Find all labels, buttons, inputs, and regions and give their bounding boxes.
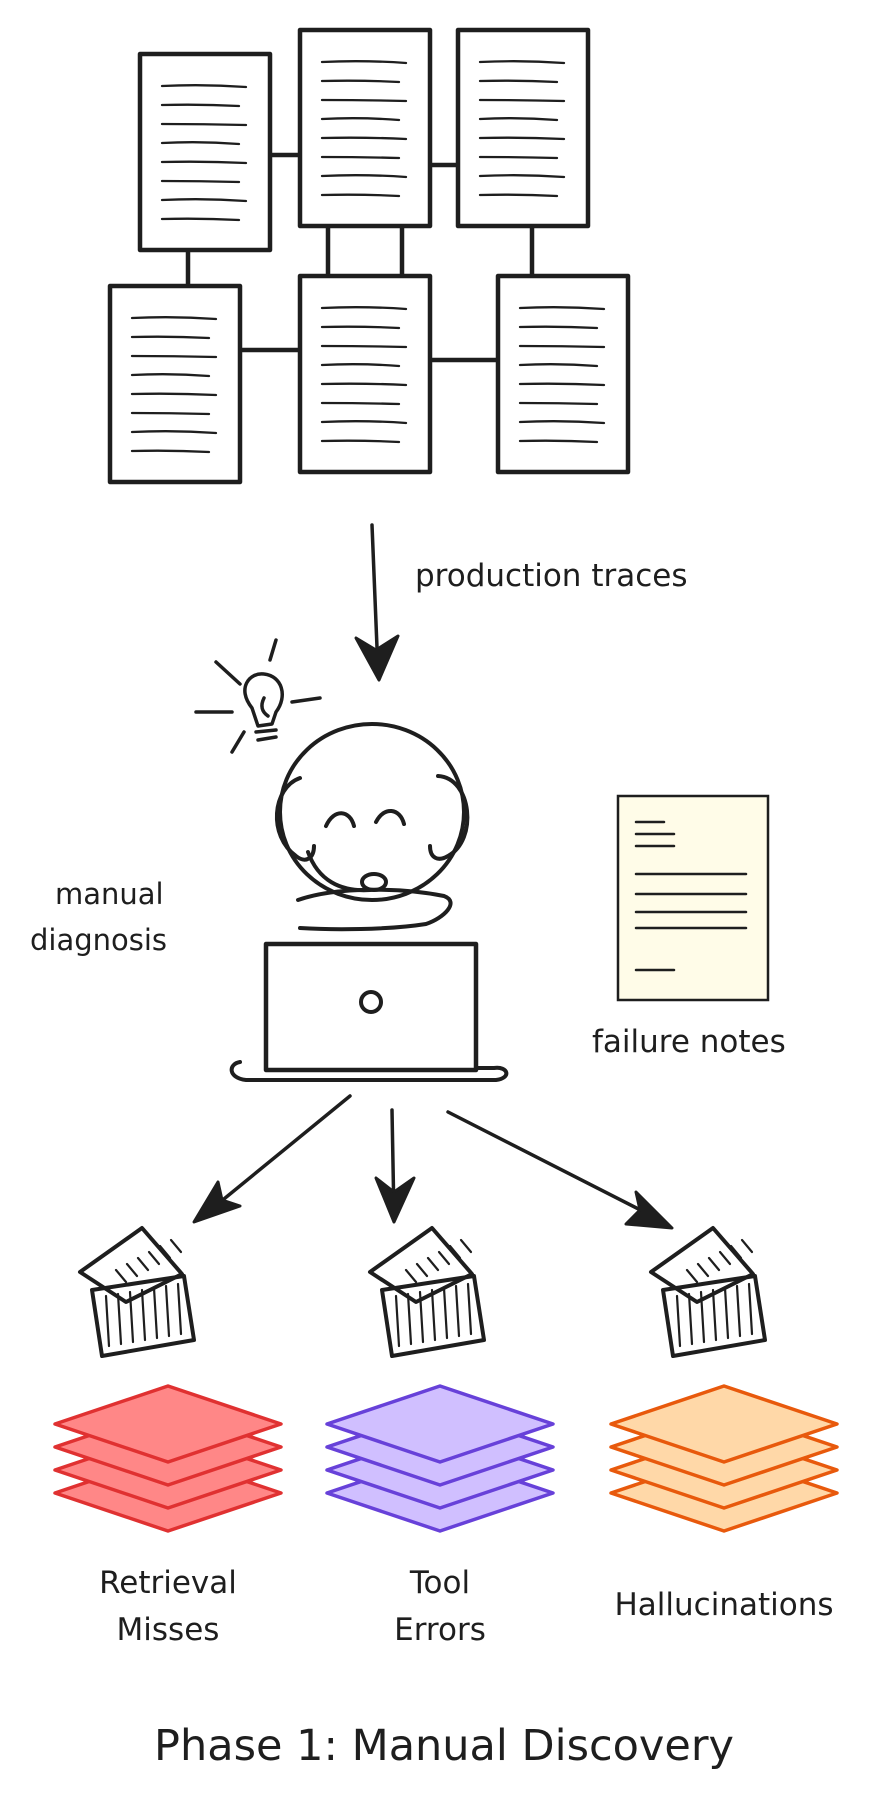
- arrow-to-category-1: [192, 1094, 352, 1224]
- layer-stack-icon: [325, 1384, 555, 1533]
- trace-document-4: [107, 283, 243, 485]
- analyst-head: [274, 722, 470, 932]
- arrow-to-category-2: [374, 1108, 416, 1224]
- diagram-title: Phase 1: Manual Discovery: [154, 1721, 734, 1771]
- failure-notes-sheet: [616, 794, 770, 1002]
- category-3: Hallucinations: [609, 1226, 839, 1623]
- light-bulb-icon: [194, 638, 322, 754]
- category-label-line1: Hallucinations: [614, 1587, 833, 1623]
- trace-document-6: [495, 273, 631, 475]
- trace-document-1: [137, 51, 273, 253]
- category-label-line2: Errors: [394, 1612, 486, 1648]
- category-label-line2: Misses: [117, 1612, 220, 1648]
- trace-document-5: [297, 273, 433, 475]
- folder-icon: [649, 1226, 767, 1358]
- layer-stack-icon: [53, 1384, 283, 1533]
- analyst-figure: [229, 722, 509, 1082]
- category-label-line1: Tool: [409, 1565, 470, 1601]
- notes-label: failure notes: [592, 1024, 786, 1060]
- layer-stack-icon: [609, 1384, 839, 1533]
- process-label-line1: manual: [55, 877, 164, 911]
- laptop-icon: [229, 941, 509, 1082]
- notes-paper: [616, 794, 770, 1002]
- arrow-traces-to-analyst: [354, 523, 400, 682]
- trace-document-2: [297, 27, 433, 229]
- production-trace-documents: [107, 27, 631, 485]
- category-label-line1: Retrieval: [99, 1565, 237, 1601]
- input-label: production traces: [415, 558, 687, 594]
- folder-icon: [78, 1226, 196, 1358]
- arrow-to-category-3: [446, 1110, 674, 1230]
- process-label-line2: diagnosis: [30, 923, 167, 957]
- folder-icon: [368, 1226, 486, 1358]
- trace-document-3: [455, 27, 591, 229]
